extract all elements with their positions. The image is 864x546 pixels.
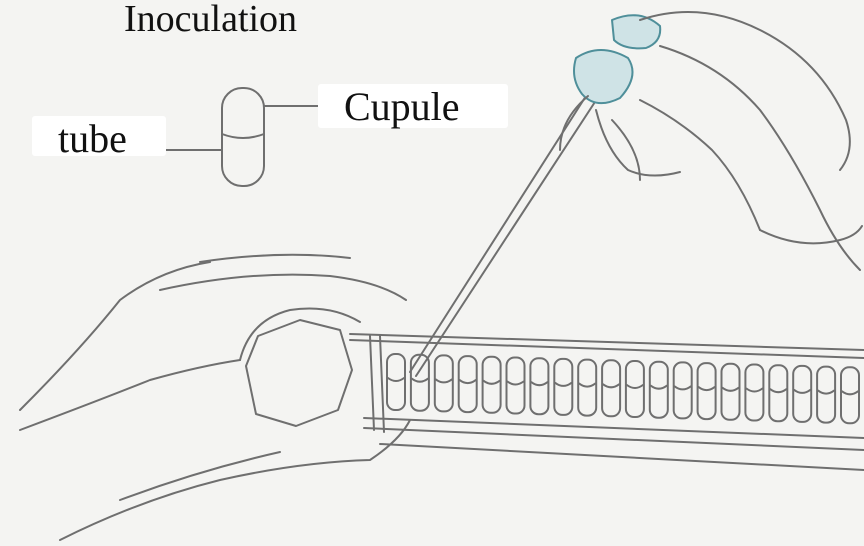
pipette xyxy=(410,15,660,376)
tube-cupule-schematic xyxy=(166,88,318,186)
cupule-neck xyxy=(436,379,452,382)
cupule-neck xyxy=(699,387,715,390)
cupule-neck xyxy=(579,384,595,387)
cupule-neck xyxy=(412,379,428,382)
tube-label: tube xyxy=(32,116,166,156)
cupule-neck xyxy=(651,386,667,389)
cupule-neck xyxy=(603,384,619,387)
api-strip xyxy=(350,334,864,470)
cupule-neck xyxy=(508,382,524,385)
cupule-neck xyxy=(770,389,786,392)
diagram-title: Inoculation xyxy=(124,0,297,38)
cupule-neck xyxy=(723,388,739,391)
cupule-neck xyxy=(627,385,643,388)
left-hand-drawing xyxy=(20,255,410,540)
cupule-neck xyxy=(842,391,858,394)
cupule-neck xyxy=(484,381,500,384)
cupule-neck xyxy=(388,378,404,381)
cupule-row xyxy=(387,354,859,423)
cupule-neck xyxy=(746,389,762,392)
cupule-neck xyxy=(460,380,476,383)
cupule-label: Cupule xyxy=(318,84,508,128)
cupule-neck xyxy=(555,383,571,386)
cupule-neck xyxy=(531,382,547,385)
cupule-neck xyxy=(794,390,810,393)
cupule-neck xyxy=(818,391,834,394)
cupule-neck xyxy=(675,386,691,389)
